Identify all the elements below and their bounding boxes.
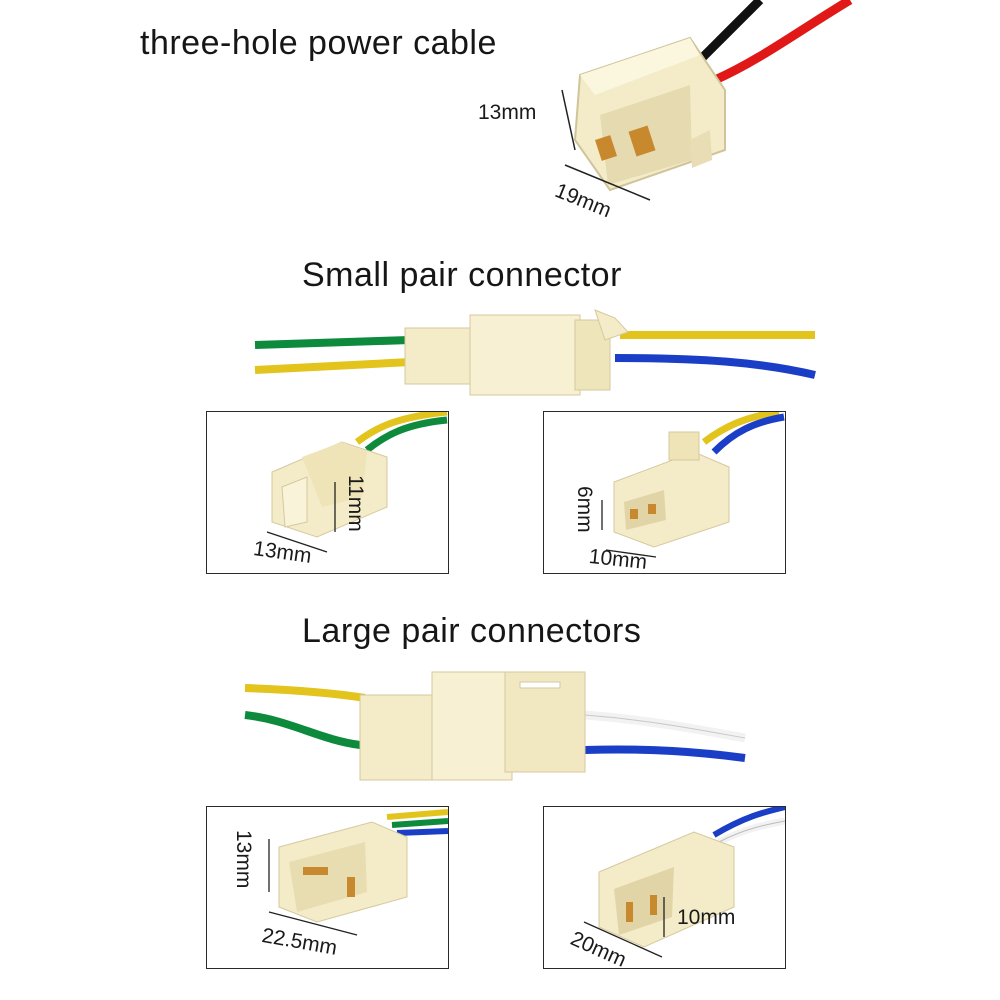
terminal (303, 867, 328, 875)
dim-large-male-height: 13mm (232, 830, 255, 889)
green-wire (244, 711, 361, 749)
small-male-housing (271, 441, 388, 538)
three-hole-connector-photo (561, 0, 853, 201)
small-male-connector-frame (206, 411, 449, 574)
terminal (648, 504, 656, 514)
blue-wire (614, 354, 816, 379)
black-wire (696, 0, 764, 64)
small-pair-assembled-photo (254, 309, 816, 396)
terminal (594, 135, 618, 161)
large-male-connector-frame (206, 806, 449, 969)
yellow-wire (244, 684, 366, 702)
terminal (628, 125, 656, 157)
large-male-housing (278, 821, 408, 923)
terminal (347, 877, 355, 897)
small-pair-housing (404, 309, 629, 396)
small-female-connector-frame (543, 411, 786, 574)
terminal (650, 895, 657, 915)
large-pair-assembled-photo (244, 671, 746, 781)
large-female-connector-frame (543, 806, 786, 969)
dim-three-hole-height: 13mm (478, 101, 537, 124)
red-wire (713, 0, 853, 85)
heading-small-pair-connector: Small pair connector (302, 256, 622, 294)
large-pair-housing (359, 671, 586, 781)
yellow-wire (254, 358, 411, 374)
dim-large-female-height: 10mm (677, 906, 736, 929)
terminal (626, 902, 633, 922)
heading-large-pair-connectors: Large pair connectors (302, 612, 642, 650)
dim-small-male-height: 11mm (344, 475, 367, 532)
green-wire (254, 336, 411, 349)
dim-small-female-height: 6mm (573, 486, 596, 533)
heading-three-hole-power-cable: three-hole power cable (140, 24, 497, 62)
small-female-housing (613, 431, 730, 548)
height-arrow (561, 89, 576, 151)
dim-small-female-width: 10mm (587, 545, 649, 574)
terminal (630, 509, 638, 519)
blue-wire (584, 745, 746, 762)
white-wire (584, 710, 746, 743)
three-hole-housing (573, 36, 726, 192)
width-arrow (564, 164, 651, 201)
large-female-housing (598, 831, 735, 948)
